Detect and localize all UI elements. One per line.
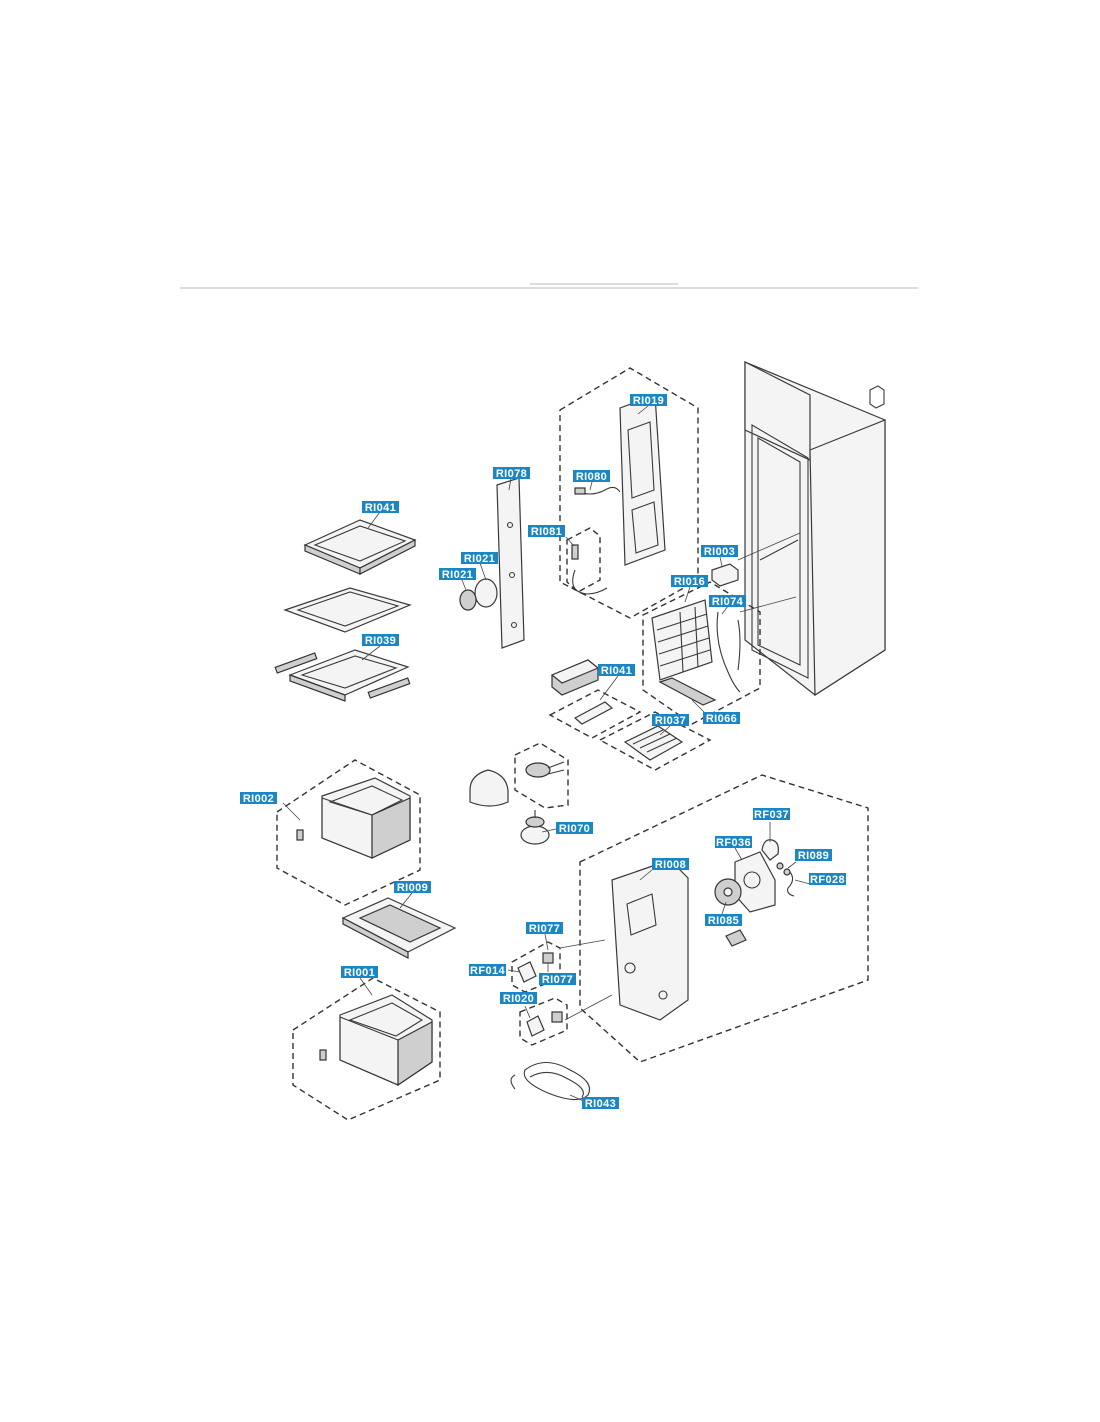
part-ri089 [776,862,791,876]
wire-rf028 [787,871,795,897]
tag-label: RI078 [496,468,527,480]
switch-ri081 [571,544,608,595]
tag-label: RI001 [344,967,375,979]
tag-ri078: RI078 [493,467,530,480]
tag-rf028: RF028 [809,873,846,886]
tag-label: RI077 [542,974,573,986]
tag-ri041-top: RI041 [362,501,399,514]
tag-label: RF037 [754,809,789,821]
tag-ri041-mid: RI041 [598,664,635,677]
group-outline-damper [514,742,569,809]
tag-label: RI089 [798,850,829,862]
tag-ri016: RI016 [671,575,708,588]
fan-bracket-rf036 [734,851,776,913]
tag-ri037: RI037 [652,714,689,727]
shelf-glass-top [303,519,417,575]
tag-ri020: RI020 [500,992,537,1005]
refrigerator-cabinet [744,361,886,697]
tag-label: RF036 [716,837,751,849]
motor-part [725,929,747,947]
tag-ri021-b: RI021 [439,568,476,581]
tag-label: RI037 [655,715,686,727]
damper-knob-ri021 [459,578,498,611]
part-ri020 [526,1011,563,1037]
tag-label: RI041 [601,665,632,677]
tag-rf036: RF036 [715,836,752,849]
part-rf014 [517,961,537,983]
fan-blade-ri085 [714,878,742,906]
tag-ri043: RI043 [582,1097,619,1110]
tag-ri077-a: RI077 [526,922,563,935]
damper-assembly [469,761,565,807]
duct-cover-ri008 [611,859,689,1021]
fan-motor-ri070 [520,810,550,845]
tag-label: RI020 [503,993,534,1005]
tag-ri080: RI080 [573,470,610,483]
door-bin-ri041 [550,659,600,696]
tag-label: RI008 [655,859,686,871]
tag-label: RI081 [531,526,562,538]
tag-label: RI016 [674,576,705,588]
drawer-ri002 [296,777,411,859]
tag-label: RI043 [585,1098,616,1110]
bracket-part [573,701,614,725]
tag-ri081: RI081 [528,525,565,538]
tag-label: RI039 [365,635,396,647]
tray-ri037 [623,725,684,761]
tag-ri066: RI066 [703,712,740,725]
heater-ri066 [658,677,717,706]
group-outline-ri008 [579,774,869,1063]
tag-ri085: RI085 [705,914,742,927]
group-outline-ri081 [566,527,601,593]
tag-ri001: RI001 [341,966,378,979]
evaporator-cover-ri019 [619,394,666,566]
shelf-frame [283,587,412,633]
tag-label: RI066 [706,713,737,725]
shelf-glass-lower [274,649,411,702]
tag-label: RI085 [708,915,739,927]
tag-label: RI002 [243,793,274,805]
tag-label: RI074 [712,596,744,608]
tag-label: RF014 [470,965,505,977]
evaporator-ri016 [651,599,713,681]
part-ri003 [711,563,739,587]
leader-lines [282,405,811,1104]
tag-rf014: RF014 [469,964,506,977]
group-outline-ri037 [598,711,712,771]
drawer-ri001 [319,994,433,1087]
tag-rf037: RF037 [753,808,790,821]
sensor-ri074 [716,611,741,693]
part-ri077 [542,952,554,964]
tag-ri074: RI074 [709,595,746,608]
tag-ri019: RI019 [630,394,667,407]
tag-label: RI009 [397,882,428,894]
tag-ri021-a: RI021 [461,552,498,565]
tag-ri039: RI039 [362,634,399,647]
group-outline-bracket [548,689,642,739]
tag-ri002: RI002 [240,792,277,805]
tag-label: RI003 [704,546,735,558]
tag-ri008: RI008 [652,858,689,871]
tag-ri070: RI070 [556,822,593,835]
vertical-panel-ri078 [496,477,525,649]
heater-coil-ri043 [510,1061,591,1101]
tag-ri077-b: RI077 [539,973,576,986]
group-outline-ri002 [276,759,421,906]
tag-label: RI021 [442,569,473,581]
tag-label: RI019 [633,395,664,407]
crisper-cover-ri009 [341,897,457,959]
tag-label: RI077 [529,923,560,935]
group-outline-evaporator [642,581,761,725]
tag-ri003: RI003 [701,545,738,558]
tag-label: RI080 [576,471,607,483]
tag-ri089: RI089 [795,849,832,862]
tag-label: RI021 [464,553,495,565]
tag-label: RI070 [559,823,590,835]
tag-ri009: RI009 [394,881,431,894]
part-rf037 [761,839,779,861]
sensor-wire-ri080 [574,486,621,495]
tag-label: RI041 [365,502,396,514]
tag-label: RF028 [810,874,845,886]
